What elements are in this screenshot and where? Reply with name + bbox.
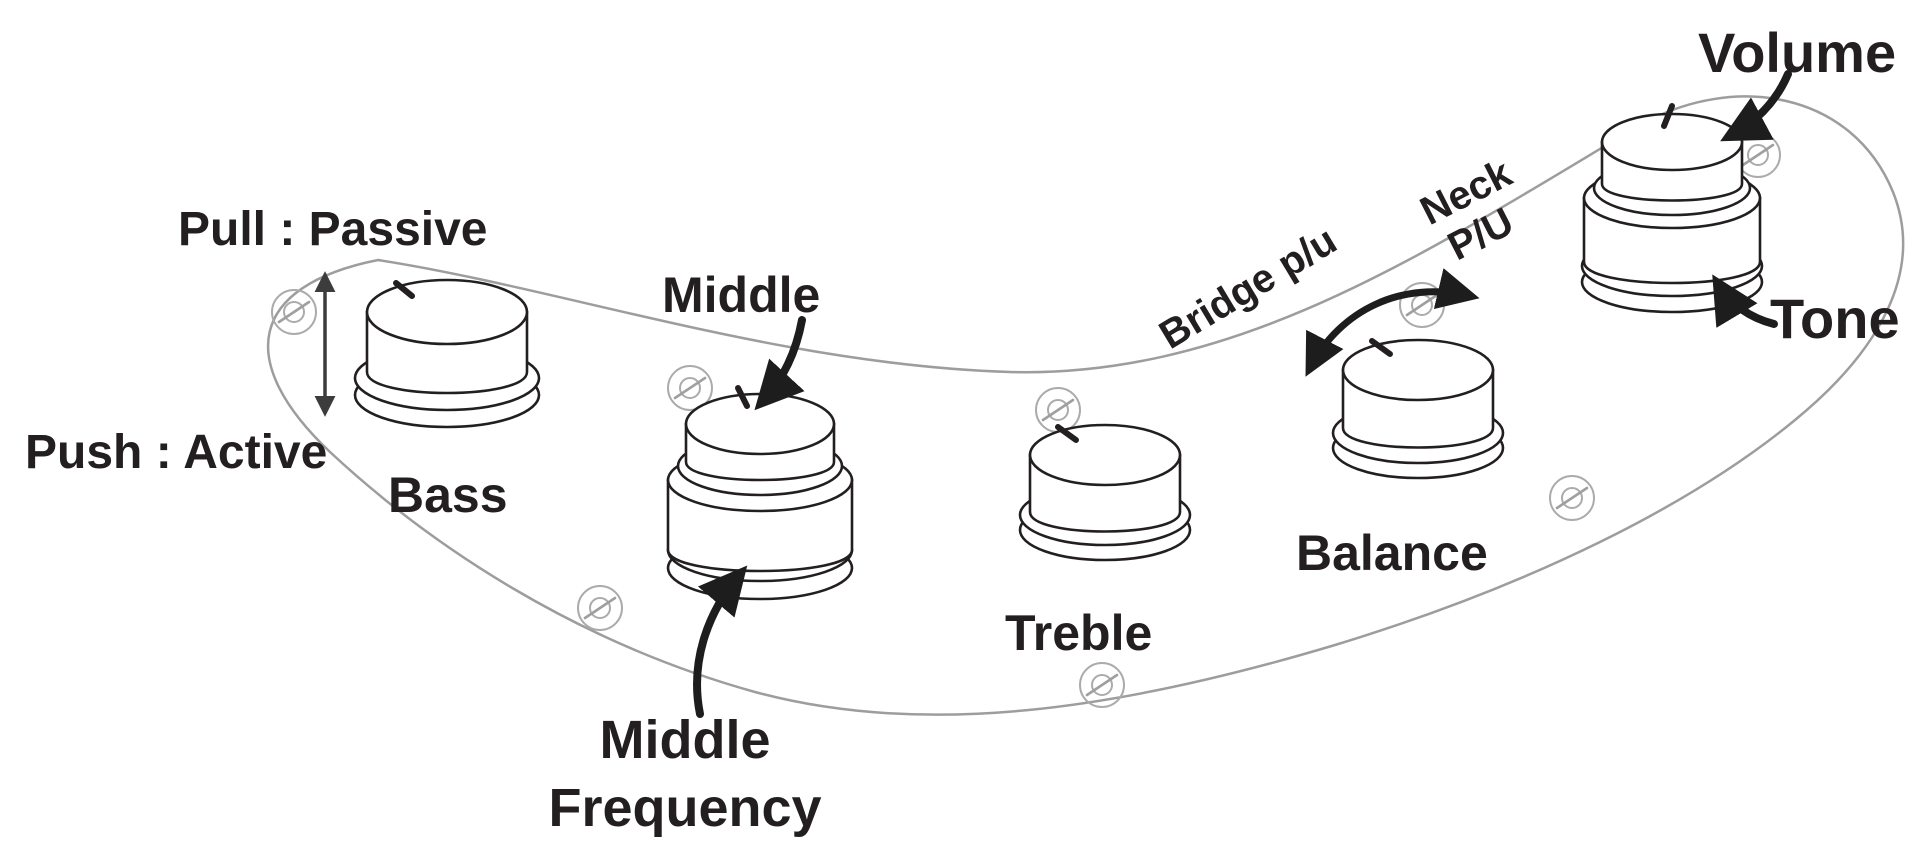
- screw-icon: [1549, 475, 1595, 521]
- volume-tone-knob: [1580, 103, 1764, 314]
- tone-callout-arrow: [1712, 274, 1778, 328]
- volume-label: Volume: [1698, 21, 1896, 84]
- middle-knob-pointer: [735, 385, 750, 409]
- pull-passive-label: Pull : Passive: [178, 203, 488, 256]
- middle-frequency-knob: [666, 385, 854, 601]
- push-active-label: Push : Active: [25, 426, 327, 479]
- middle-frequency-callout-arrow: [693, 565, 748, 718]
- volume-callout-arrow: [1720, 70, 1792, 142]
- bass-label: Bass: [388, 467, 508, 523]
- bass-knob-pointer: [393, 280, 415, 299]
- tone-label: Tone: [1770, 287, 1900, 350]
- bass-knob: [353, 278, 541, 429]
- middle-frequency-label-line1: Middle: [600, 710, 771, 770]
- screw-icon: [667, 365, 713, 411]
- screw-icon: [1079, 662, 1125, 708]
- control-plate-outline: [266, 95, 1905, 716]
- volume-knob-pointer: [1661, 103, 1675, 129]
- svg-text:Bridge p/u: Bridge p/u: [1152, 218, 1344, 358]
- neck-pickup-label: Neck P/U: [1414, 151, 1521, 269]
- treble-label: Treble: [1005, 605, 1152, 661]
- screw-icon: [271, 289, 317, 335]
- treble-knob-pointer: [1055, 424, 1079, 443]
- balance-rotation-arrow: [1305, 268, 1480, 377]
- balance-label: Balance: [1296, 525, 1488, 581]
- treble-knob: [1018, 423, 1192, 562]
- middle-frequency-label-line2: Frequency: [548, 778, 821, 838]
- middle-callout-arrow: [754, 316, 806, 411]
- screw-icon: [577, 585, 623, 631]
- middle-label: Middle: [662, 267, 820, 323]
- balance-knob: [1331, 338, 1505, 480]
- bridge-pickup-label: Bridge p/u: [1152, 218, 1344, 358]
